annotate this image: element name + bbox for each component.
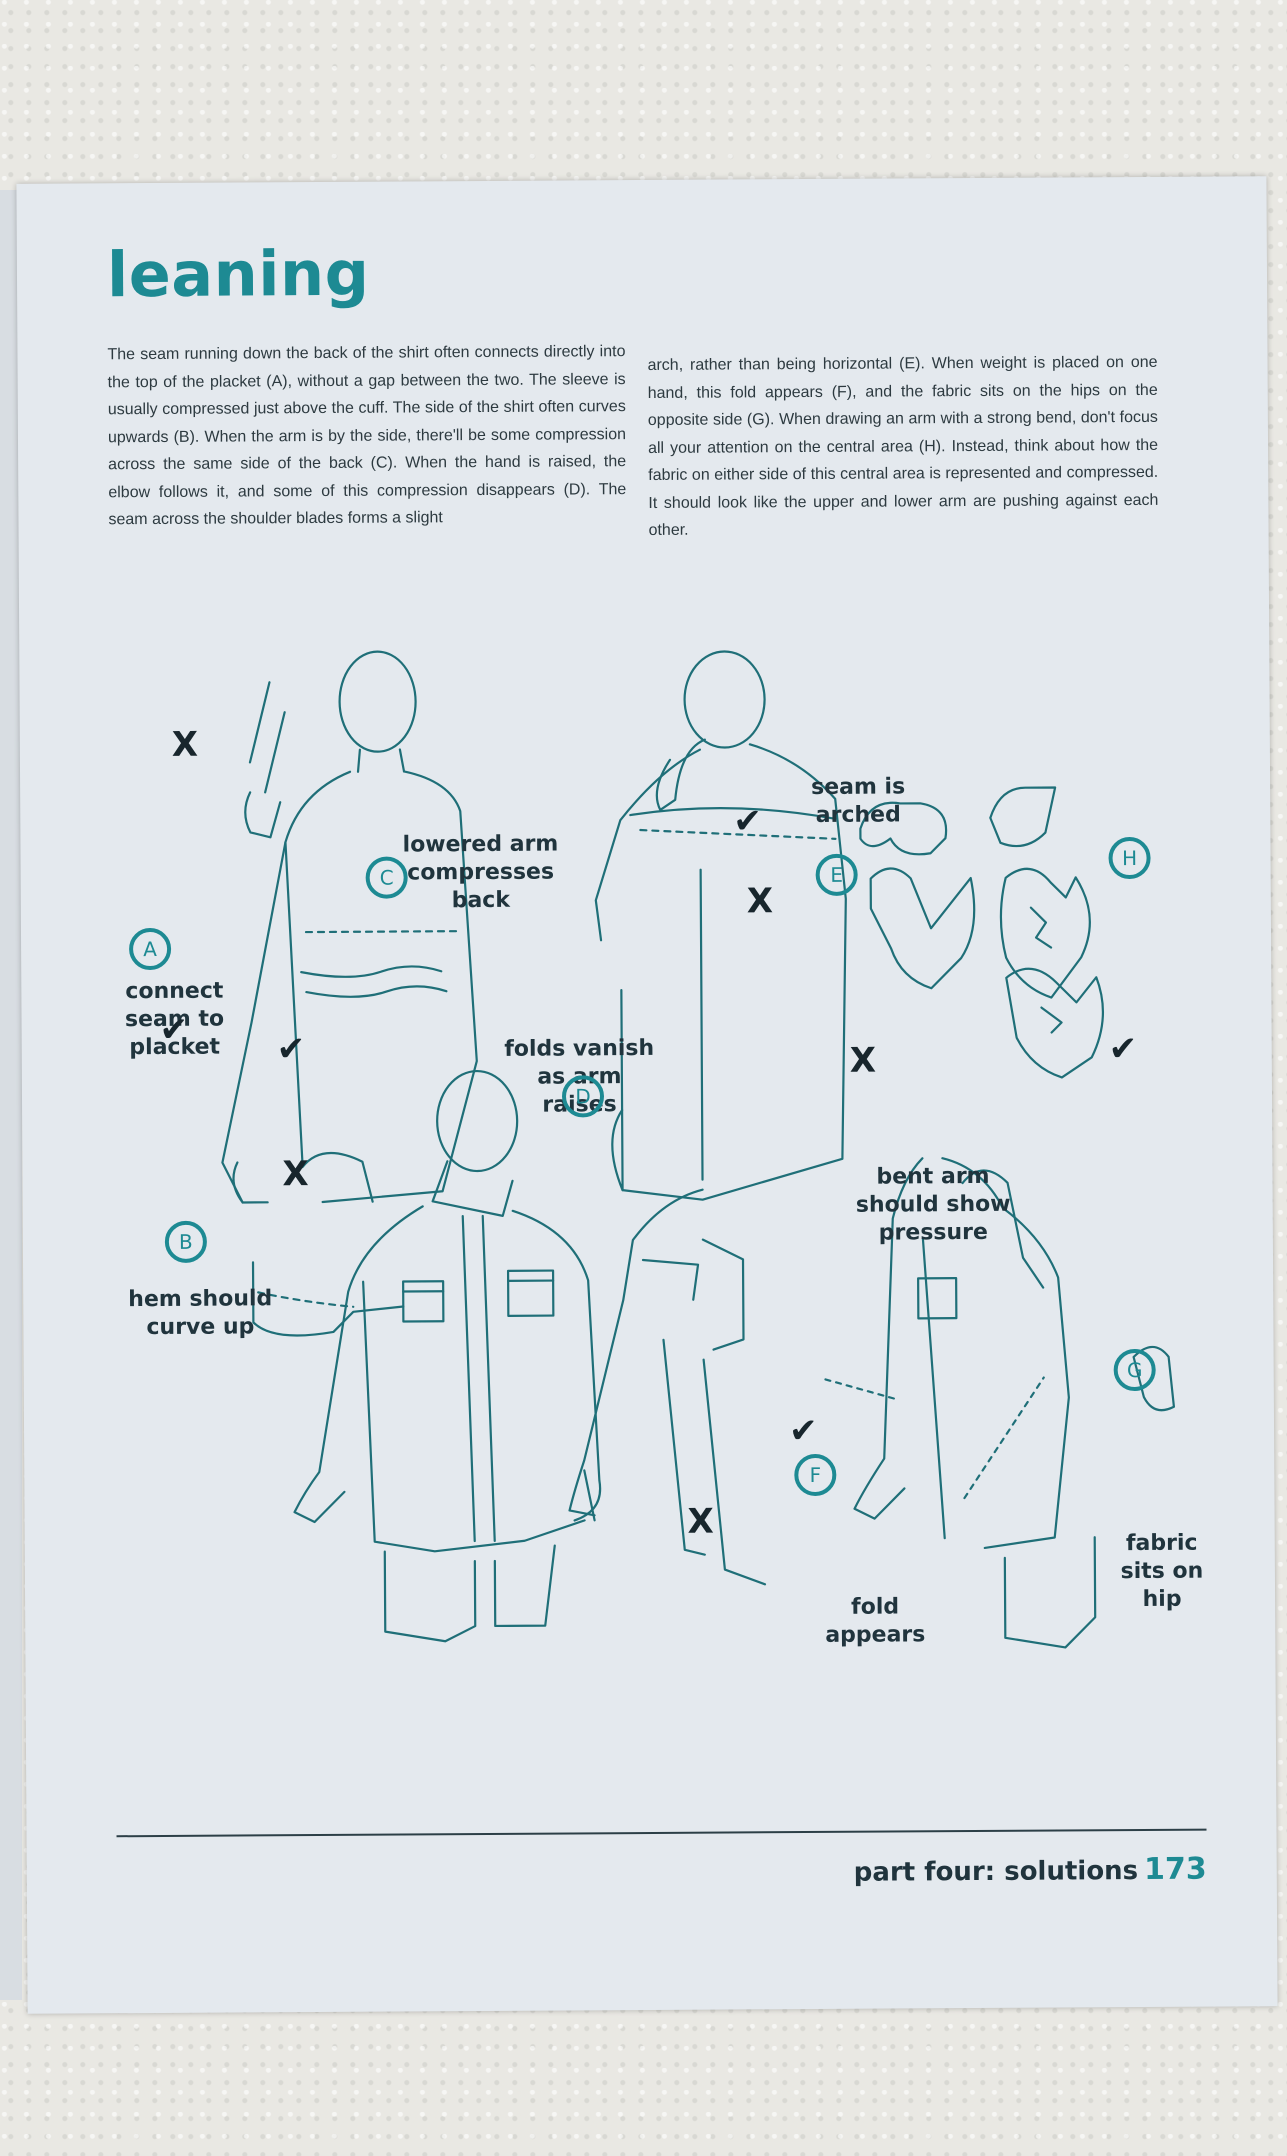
shirt-illustrations	[221, 650, 1176, 1649]
check-mark-arm: ✔	[1108, 1029, 1138, 1070]
badge-d: D	[561, 1075, 605, 1118]
figure-back-lowered-arm	[221, 650, 478, 1204]
label-bent-arm: bent arm should show pressure	[855, 1163, 1011, 1246]
page-title: leaning	[106, 236, 370, 312]
badge-h: H	[1108, 836, 1151, 880]
body-text-column-2: arch, rather than being horizontal (E). …	[647, 353, 1159, 539]
label-fabric-hip: fabric sits on hip	[1120, 1530, 1204, 1612]
badge-f: F	[794, 1453, 837, 1497]
figure-front-hand-raised	[822, 1157, 1176, 1649]
check-mark-seam: ✔	[733, 801, 762, 842]
badge-b: B	[164, 1220, 208, 1263]
check-mark-sleeve: ✔	[159, 1009, 189, 1050]
figure-bent-arms	[859, 786, 1104, 1079]
label-hem-curve: hem should curve up	[128, 1286, 273, 1341]
page-number: 173	[1144, 1851, 1207, 1887]
facing-page-edge	[0, 190, 22, 2000]
badge-c: C	[365, 856, 408, 899]
badge-e: E	[815, 853, 858, 896]
figure-side-leaning	[568, 1188, 767, 1586]
label-fold-appears: fold appears	[825, 1594, 926, 1648]
book-page: leaning The seam running down the back o…	[16, 176, 1278, 2014]
badge-g: G	[1113, 1348, 1156, 1392]
label-seam-arched: seam is arched	[811, 774, 906, 828]
cross-mark-side: X	[687, 1501, 714, 1542]
cross-mark-arm: X	[849, 1040, 877, 1081]
footer-section: part four: solutions	[853, 1856, 1139, 1888]
cross-mark-hem: X	[282, 1154, 309, 1195]
cross-mark-seam: X	[746, 881, 774, 922]
body-text-column-1: The seam running down the back of the sh…	[107, 343, 627, 529]
check-mark-back: ✔	[276, 1029, 306, 1070]
check-mark-fold: ✔	[788, 1410, 818, 1452]
cross-mark-placket: X	[171, 724, 199, 765]
figure-hem-detail	[251, 1261, 405, 1337]
label-lowered-arm: lowered arm compresses back	[402, 831, 559, 914]
figure-front-leaning	[293, 1069, 602, 1643]
badge-a: A	[128, 927, 172, 971]
figure-back-raised-arm	[594, 650, 847, 1201]
